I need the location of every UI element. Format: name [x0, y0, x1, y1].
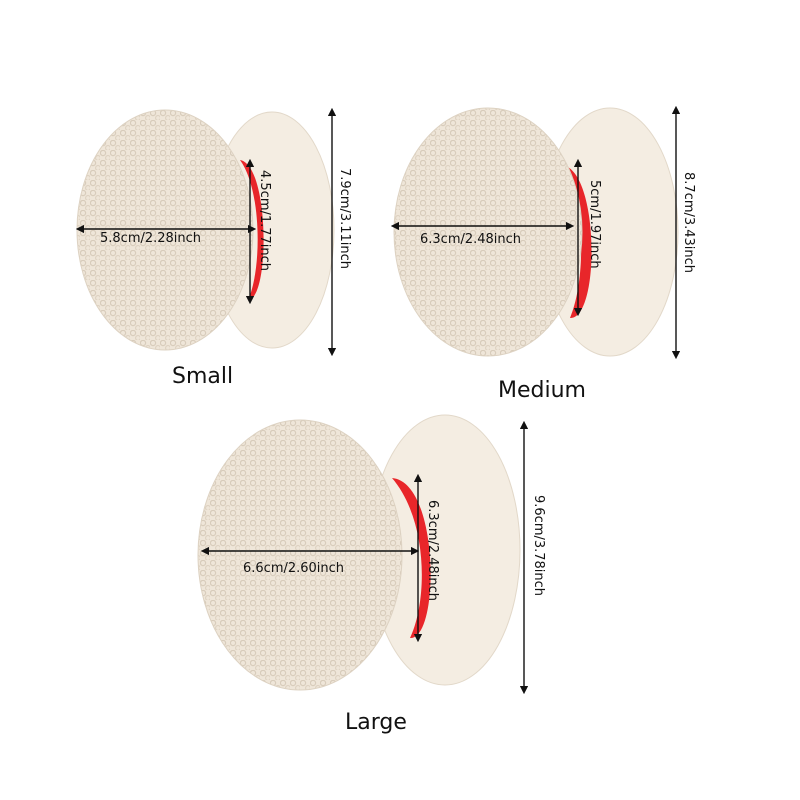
earmuff-front-small: [76, 109, 254, 351]
width-label-medium: 6.3cm/2.48inch: [420, 232, 522, 247]
size-label-small: Small: [172, 364, 234, 389]
height-label-large: 9.6cm/3.78inch: [531, 495, 546, 597]
size-label-medium: Medium: [498, 378, 586, 403]
height-label-small: 7.9cm/3.11inch: [337, 168, 352, 270]
lining-medium: [562, 165, 592, 319]
inner-label-large: 6.3cm/2.48inch: [425, 500, 440, 602]
height-label-medium: 8.7cm/3.43inch: [681, 172, 696, 274]
earmuff-small: [75, 107, 337, 357]
earmuff-medium: [390, 105, 681, 360]
size-label-large: Large: [345, 710, 407, 735]
lining-small: [240, 160, 264, 300]
earmuff-large: [197, 414, 529, 695]
inner-label-small: 4.5cm/1.77inch: [257, 170, 272, 272]
inner-label-medium: 5cm/1.97inch: [587, 180, 602, 269]
earmuff-front-large: [197, 419, 403, 691]
width-label-large: 6.6cm/2.60inch: [243, 561, 345, 576]
width-label-small: 5.8cm/2.28inch: [100, 231, 202, 246]
